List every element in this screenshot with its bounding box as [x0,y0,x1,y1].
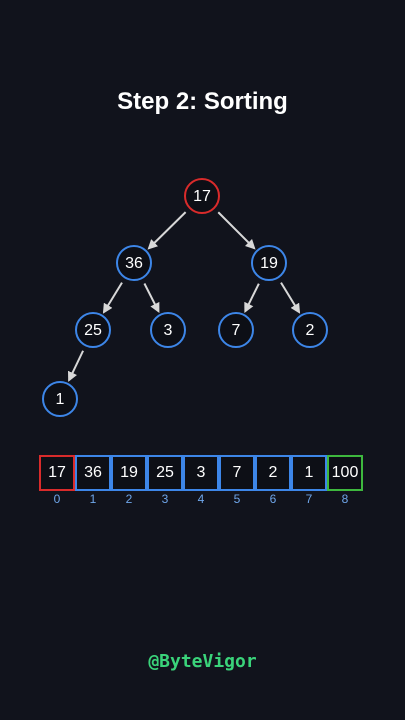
tree-node: 3 [150,312,186,348]
tree-node-circle [184,178,220,214]
tree-node: 2 [292,312,328,348]
page-title: Step 2: Sorting [117,88,288,115]
array-index: 3 [161,492,169,506]
array-index: 4 [197,492,205,506]
array-cell: 3 [183,455,219,491]
array-index: 0 [53,492,61,506]
array-cell: 25 [147,455,183,491]
array-index: 6 [269,492,277,506]
array-cell: 100 [327,455,363,491]
tree-node-value: 1 [56,391,65,408]
tree-node-value: 36 [125,255,143,272]
tree-node-value: 2 [306,322,315,339]
tree-node-value: 17 [193,188,211,205]
array-cell: 2 [255,455,291,491]
tree-node-circle [218,312,254,348]
heap-tree: 17 36 19 25 3 7 2 1 [42,178,328,417]
tree-node: 25 [75,312,111,348]
tree-node: 1 [42,381,78,417]
array-index: 8 [341,492,349,506]
tree-node-circle [150,312,186,348]
tree-edge-arrow [280,282,301,314]
array-cell: 1 [291,455,327,491]
tree-edge-arrow [102,282,123,314]
tree-node-circle [292,312,328,348]
array-indices: 0 1 2 3 4 5 6 7 8 [39,492,363,506]
array-index: 7 [305,492,313,506]
tree-node-value: 7 [232,322,241,339]
tree-node-circle [42,381,78,417]
tree-node: 17 [184,178,220,214]
tree-node: 7 [218,312,254,348]
tree-edge-arrow [147,211,187,250]
array-cell: 36 [75,455,111,491]
tree-edge-arrow [68,350,84,382]
array-index: 1 [89,492,97,506]
array-index: 5 [233,492,241,506]
tree-node-circle [116,245,152,281]
watermark: @ByteVigor [148,651,257,672]
tree-edge-arrow [217,211,256,250]
tree-node-value: 19 [260,255,278,272]
tree-node-value: 3 [164,322,173,339]
tree-node: 19 [251,245,287,281]
tree-node-value: 25 [84,322,102,339]
array-index: 2 [125,492,133,506]
tree-edge-arrow [143,283,160,314]
tree-node-circle [251,245,287,281]
array-cell: 19 [111,455,147,491]
tree-edge-arrow [244,283,260,313]
tree-node-circle [75,312,111,348]
tree-node: 36 [116,245,152,281]
array-cell: 7 [219,455,255,491]
array-cell: 17 [39,455,75,491]
